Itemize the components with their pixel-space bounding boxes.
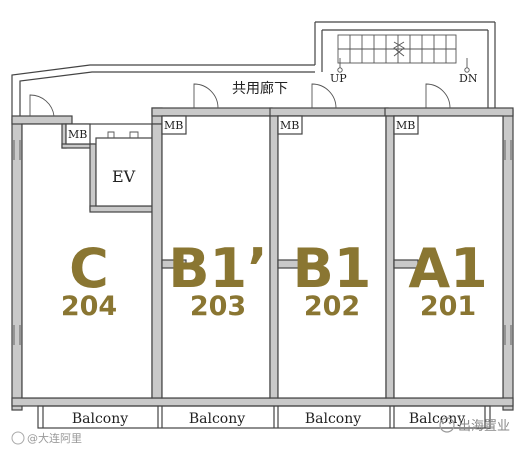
- unit-letter-b1-prime: B1’: [168, 237, 267, 300]
- balcony-dividers: [157, 406, 395, 428]
- watermark-left-text: @大连阿里: [27, 431, 82, 445]
- unit-b1: [269, 115, 387, 399]
- watermark-right: 出海置业: [439, 417, 510, 434]
- corridor-walls: [11, 21, 514, 125]
- unit-number-a1: 201: [420, 291, 476, 322]
- doors: [29, 83, 451, 117]
- elevator-label: EV: [112, 167, 136, 186]
- unit-number-b1-prime: 203: [190, 291, 246, 322]
- balcony-label-c: Balcony: [72, 411, 128, 427]
- meter-box-label-b1: MB: [280, 119, 299, 132]
- meter-box-label-c: MB: [68, 128, 87, 141]
- balcony-label-b1: Balcony: [305, 411, 361, 427]
- corridor-label: 共用廊下: [232, 80, 288, 97]
- unit-b1-prime: [151, 115, 271, 399]
- balcony-label-a1: Balcony: [409, 411, 465, 427]
- unit-c: [13, 123, 153, 399]
- staircase: [337, 34, 470, 73]
- balcony-label-b1-prime: Balcony: [189, 411, 245, 427]
- unit-a1: [385, 115, 512, 399]
- meter-box-label-a1: MB: [396, 119, 415, 132]
- watermark-right-text: 出海置业: [458, 419, 510, 434]
- stair-down-label: DN: [459, 72, 478, 85]
- unit-letter-b1: B1: [293, 237, 372, 300]
- unit-letter-a1: A1: [408, 237, 487, 300]
- watermark-left: @大连阿里: [11, 431, 82, 445]
- unit-letter-c: C: [69, 237, 109, 300]
- meter-box-label-b1-prime: MB: [164, 119, 183, 132]
- unit-number-c: 204: [61, 291, 117, 322]
- unit-number-b1: 202: [304, 291, 360, 322]
- stair-up-label: UP: [330, 72, 347, 85]
